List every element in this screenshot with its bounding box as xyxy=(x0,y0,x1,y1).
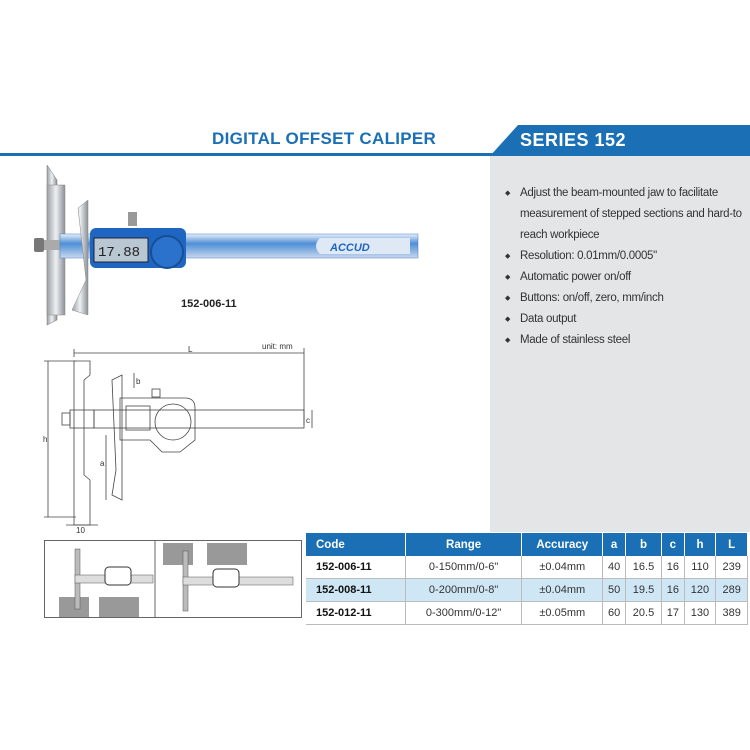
series-label: SERIES 152 xyxy=(520,130,627,150)
table-cell: 239 xyxy=(715,556,748,579)
table-cell: 20.5 xyxy=(625,601,663,625)
table-cell: 0-200mm/0-8" xyxy=(405,578,523,602)
table-cell: 19.5 xyxy=(625,578,663,602)
feature-item: Resolution: 0.01mm/0.0005" xyxy=(502,246,747,267)
unit-label: unit: mm xyxy=(262,342,293,351)
table-cell: 16 xyxy=(661,556,685,579)
brand-logo: ACCUD xyxy=(329,242,370,254)
feature-list: Adjust the beam-mounted jaw to facilitat… xyxy=(502,183,747,351)
table-cell: 16.5 xyxy=(625,556,663,579)
col-a: a xyxy=(602,533,626,556)
table-cell: ±0.04mm xyxy=(521,578,604,602)
table-cell: 0-150mm/0-6" xyxy=(405,556,523,579)
dim-c: c xyxy=(306,416,310,425)
col-b: b xyxy=(625,533,663,556)
col-accuracy: Accuracy xyxy=(521,533,604,556)
table-cell: 130 xyxy=(684,601,717,625)
header-rule xyxy=(0,153,750,156)
spec-table: Code Range Accuracy a b c h L 152-006-11… xyxy=(306,533,748,625)
table-cell: 17 xyxy=(661,601,685,625)
feature-item: Buttons: on/off, zero, mm/inch xyxy=(502,288,747,309)
model-caption: 152-006-11 xyxy=(181,298,237,310)
col-L: L xyxy=(715,533,748,556)
lcd-reading: 17.88 xyxy=(98,245,140,261)
feature-item: Automatic power on/off xyxy=(502,267,747,288)
table-cell: 152-006-11 xyxy=(306,556,406,579)
series-tab xyxy=(490,125,750,156)
feature-item: Made of stainless steel xyxy=(502,330,747,351)
dim-h: h xyxy=(43,435,47,444)
table-cell: 110 xyxy=(684,556,717,579)
table-header-row: Code Range Accuracy a b c h L xyxy=(306,533,748,556)
col-c: c xyxy=(661,533,685,556)
dim-a: a xyxy=(100,459,105,468)
feature-item: Adjust the beam-mounted jaw to facilitat… xyxy=(502,183,747,246)
table-cell: 389 xyxy=(715,601,748,625)
table-cell: 152-012-11 xyxy=(306,601,406,625)
page-title: DIGITAL OFFSET CALIPER xyxy=(212,129,437,148)
table-cell: 60 xyxy=(602,601,626,625)
table-cell: 120 xyxy=(684,578,717,602)
caliper-photo: 17.88 ACCUD xyxy=(34,164,419,326)
table-cell: 152-008-11 xyxy=(306,578,406,602)
table-cell: 289 xyxy=(715,578,748,602)
dim-10: 10 xyxy=(76,526,85,535)
table-cell: 16 xyxy=(661,578,685,602)
dim-L: L xyxy=(188,345,193,354)
col-code: Code xyxy=(306,533,406,556)
col-range: Range xyxy=(405,533,523,556)
col-h: h xyxy=(684,533,717,556)
feature-item: Data output xyxy=(502,309,747,330)
table-cell: 40 xyxy=(602,556,626,579)
usage-illustrations xyxy=(44,540,302,618)
dimension-drawing: L h a b c 10 xyxy=(43,345,313,535)
table-cell: 50 xyxy=(602,578,626,602)
table-cell: 0-300mm/0-12" xyxy=(405,601,523,625)
table-cell: ±0.05mm xyxy=(521,601,604,625)
table-cell: ±0.04mm xyxy=(521,556,604,579)
dim-b: b xyxy=(136,377,141,386)
